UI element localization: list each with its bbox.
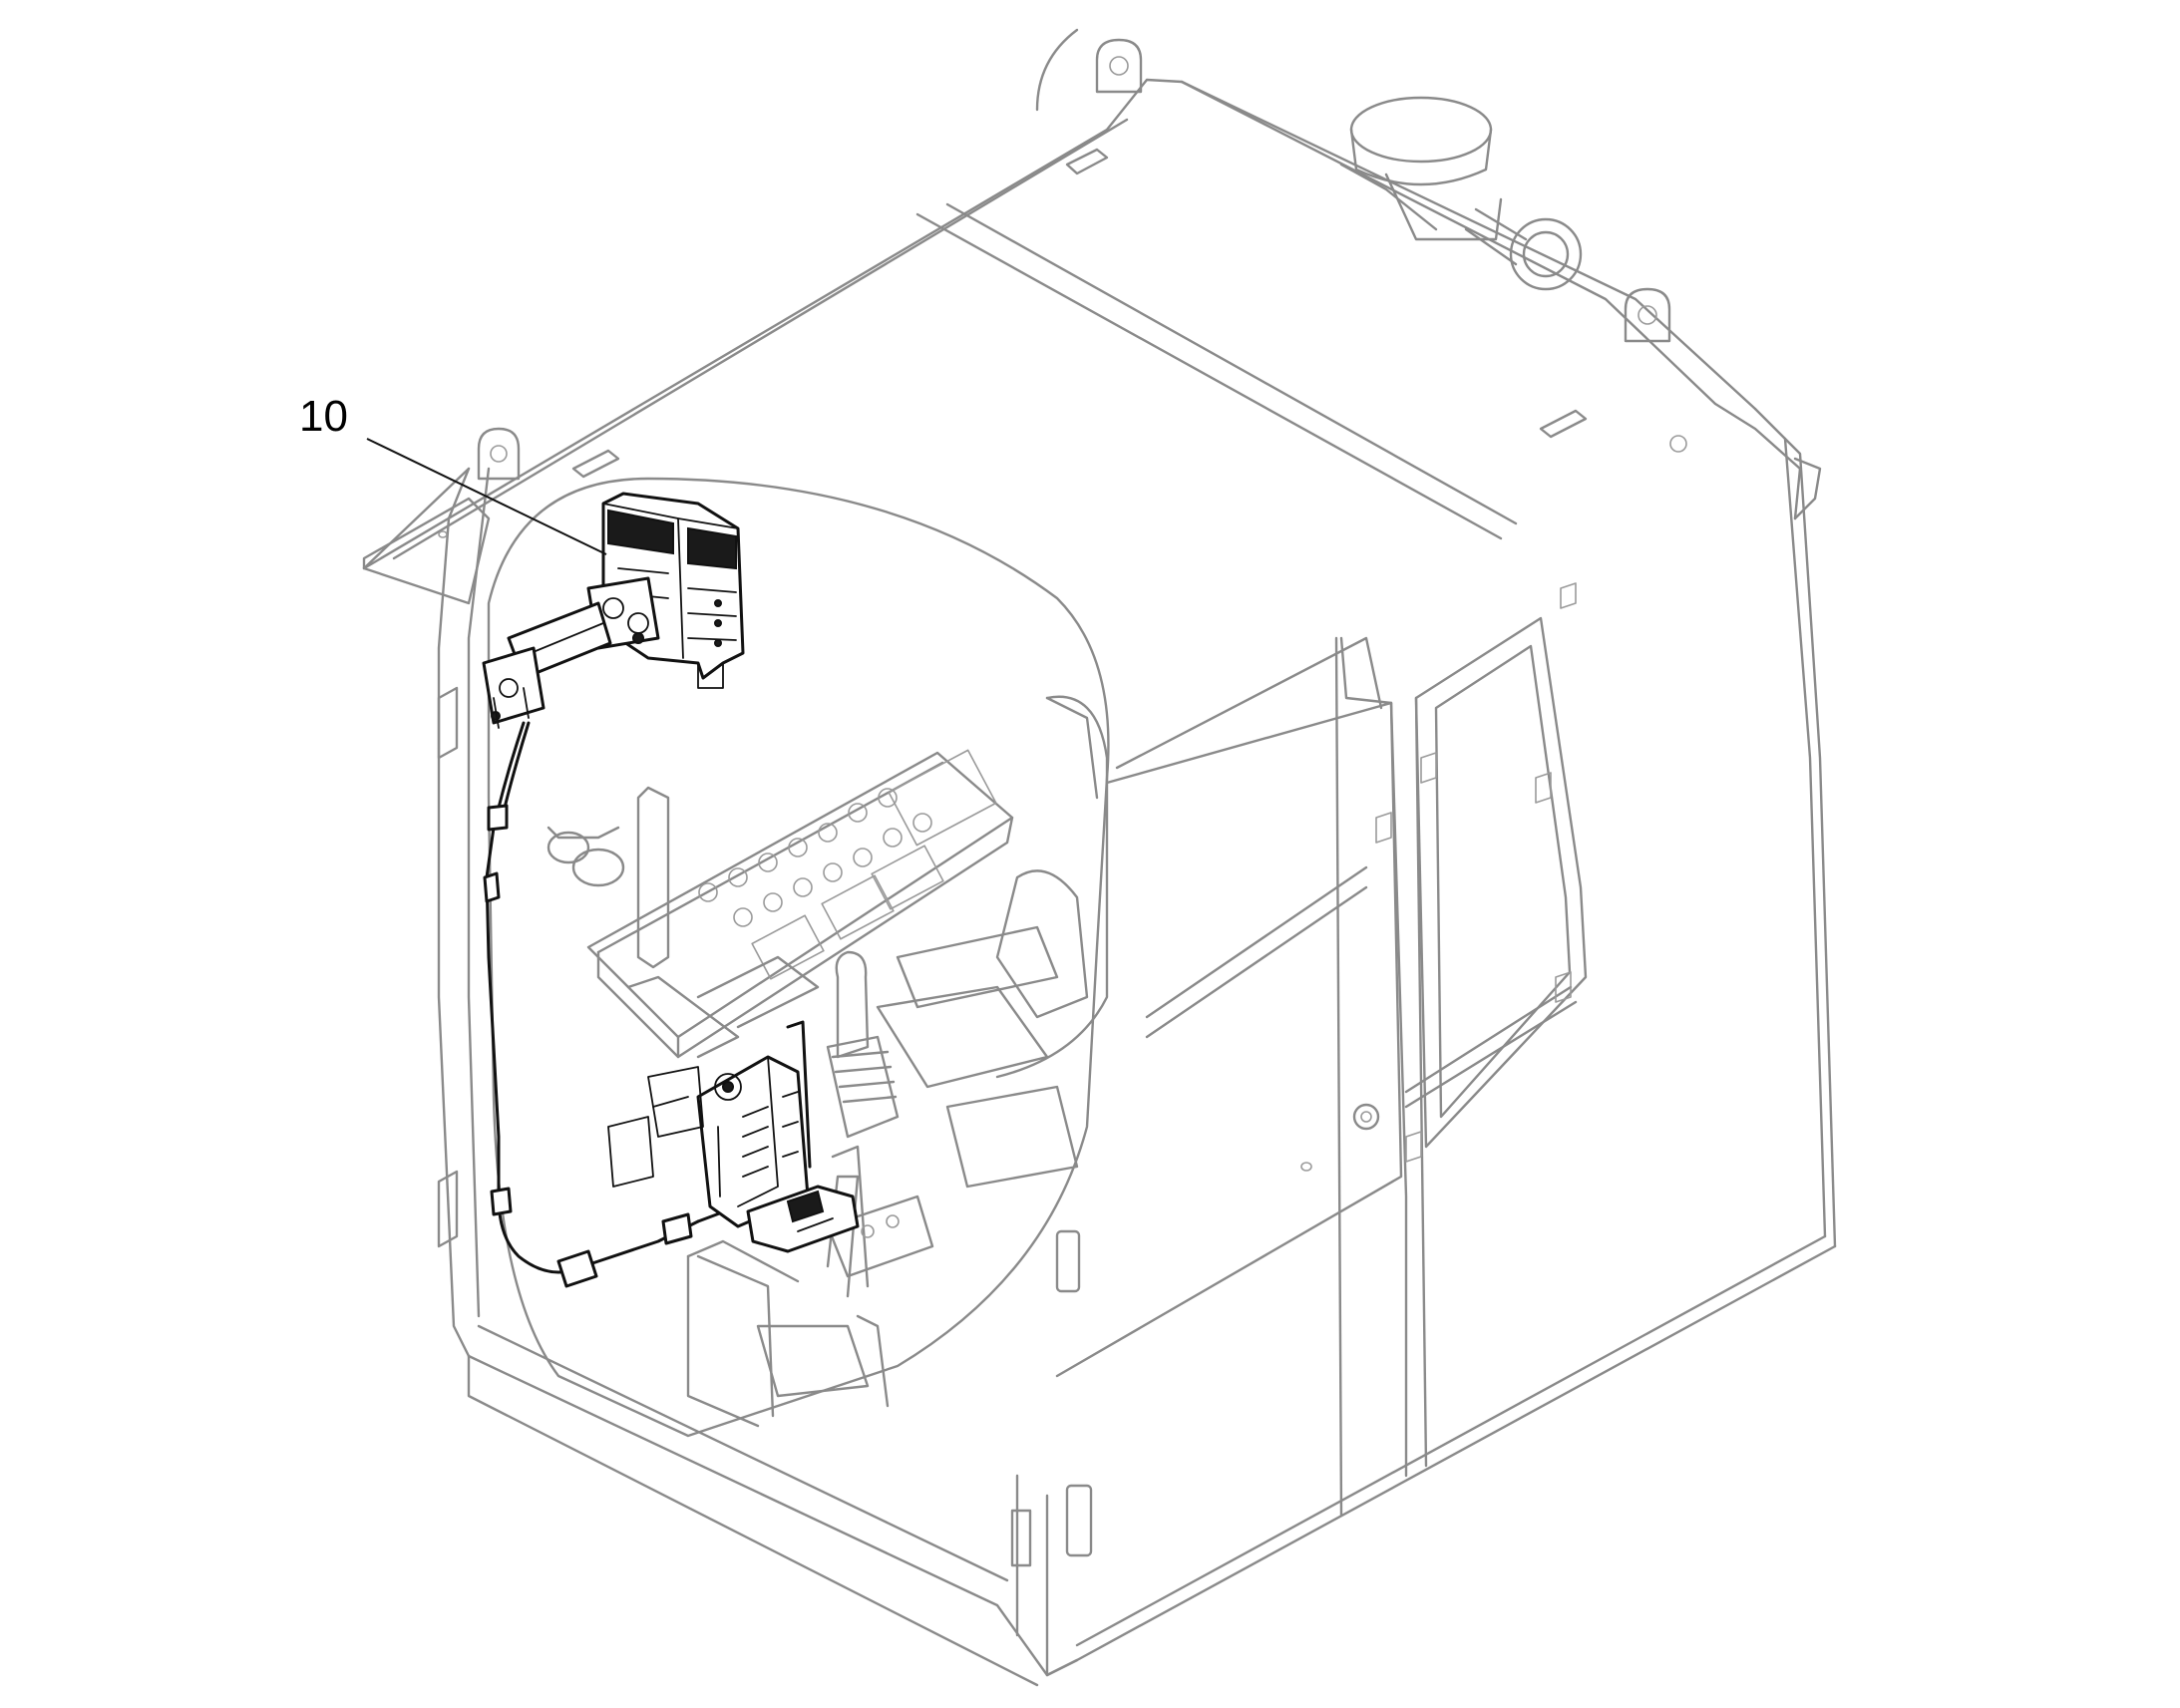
callout-leader-line	[366, 438, 607, 555]
highlighted-monitor-assembly	[482, 492, 860, 1288]
callout-10: 10	[299, 392, 607, 555]
cab-interior	[546, 695, 1109, 1428]
cab-body	[362, 28, 1837, 1687]
callout-label: 10	[299, 392, 348, 441]
